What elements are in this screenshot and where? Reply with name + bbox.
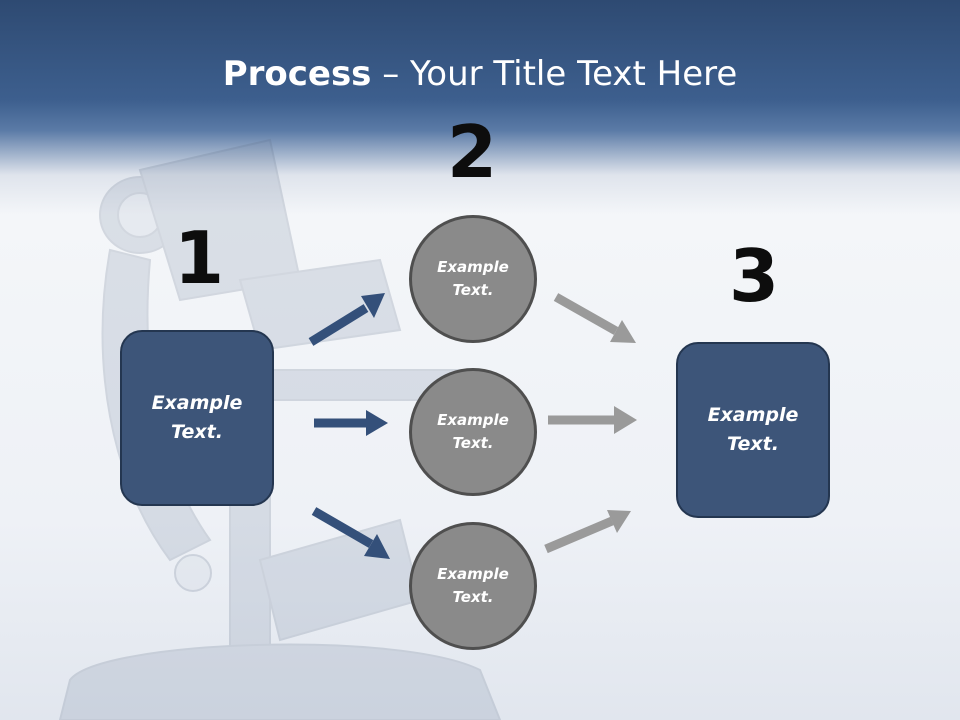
circle-bottom-label: Example Text. — [437, 565, 509, 606]
step-number-2: 2 — [446, 110, 498, 194]
slide-title: Process – Your Title Text Here — [0, 52, 960, 96]
gray-arrow-up-icon — [544, 510, 631, 554]
circle-bottom: Example Text. — [409, 522, 537, 650]
step-number-1: 1 — [173, 216, 225, 300]
blue-arrow-up-icon — [308, 293, 385, 346]
blue-arrow-right-icon — [314, 410, 388, 436]
title-rest: – Your Title Text Here — [371, 54, 738, 94]
circle-middle: Example Text. — [409, 368, 537, 496]
left-process-box: Example Text. — [120, 330, 274, 506]
circle-top: Example Text. — [409, 215, 537, 343]
right-process-box: Example Text. — [676, 342, 830, 518]
circle-middle-label: Example Text. — [437, 411, 509, 452]
circle-top-label: Example Text. — [437, 258, 509, 299]
gray-arrow-down-icon — [553, 293, 636, 343]
step-number-3: 3 — [728, 234, 780, 318]
blue-arrow-down-icon — [311, 507, 390, 559]
title-bold: Process — [222, 54, 372, 94]
left-box-label: Example Text. — [151, 392, 243, 443]
gray-arrow-right-icon — [548, 406, 637, 434]
right-box-label: Example Text. — [707, 404, 799, 455]
